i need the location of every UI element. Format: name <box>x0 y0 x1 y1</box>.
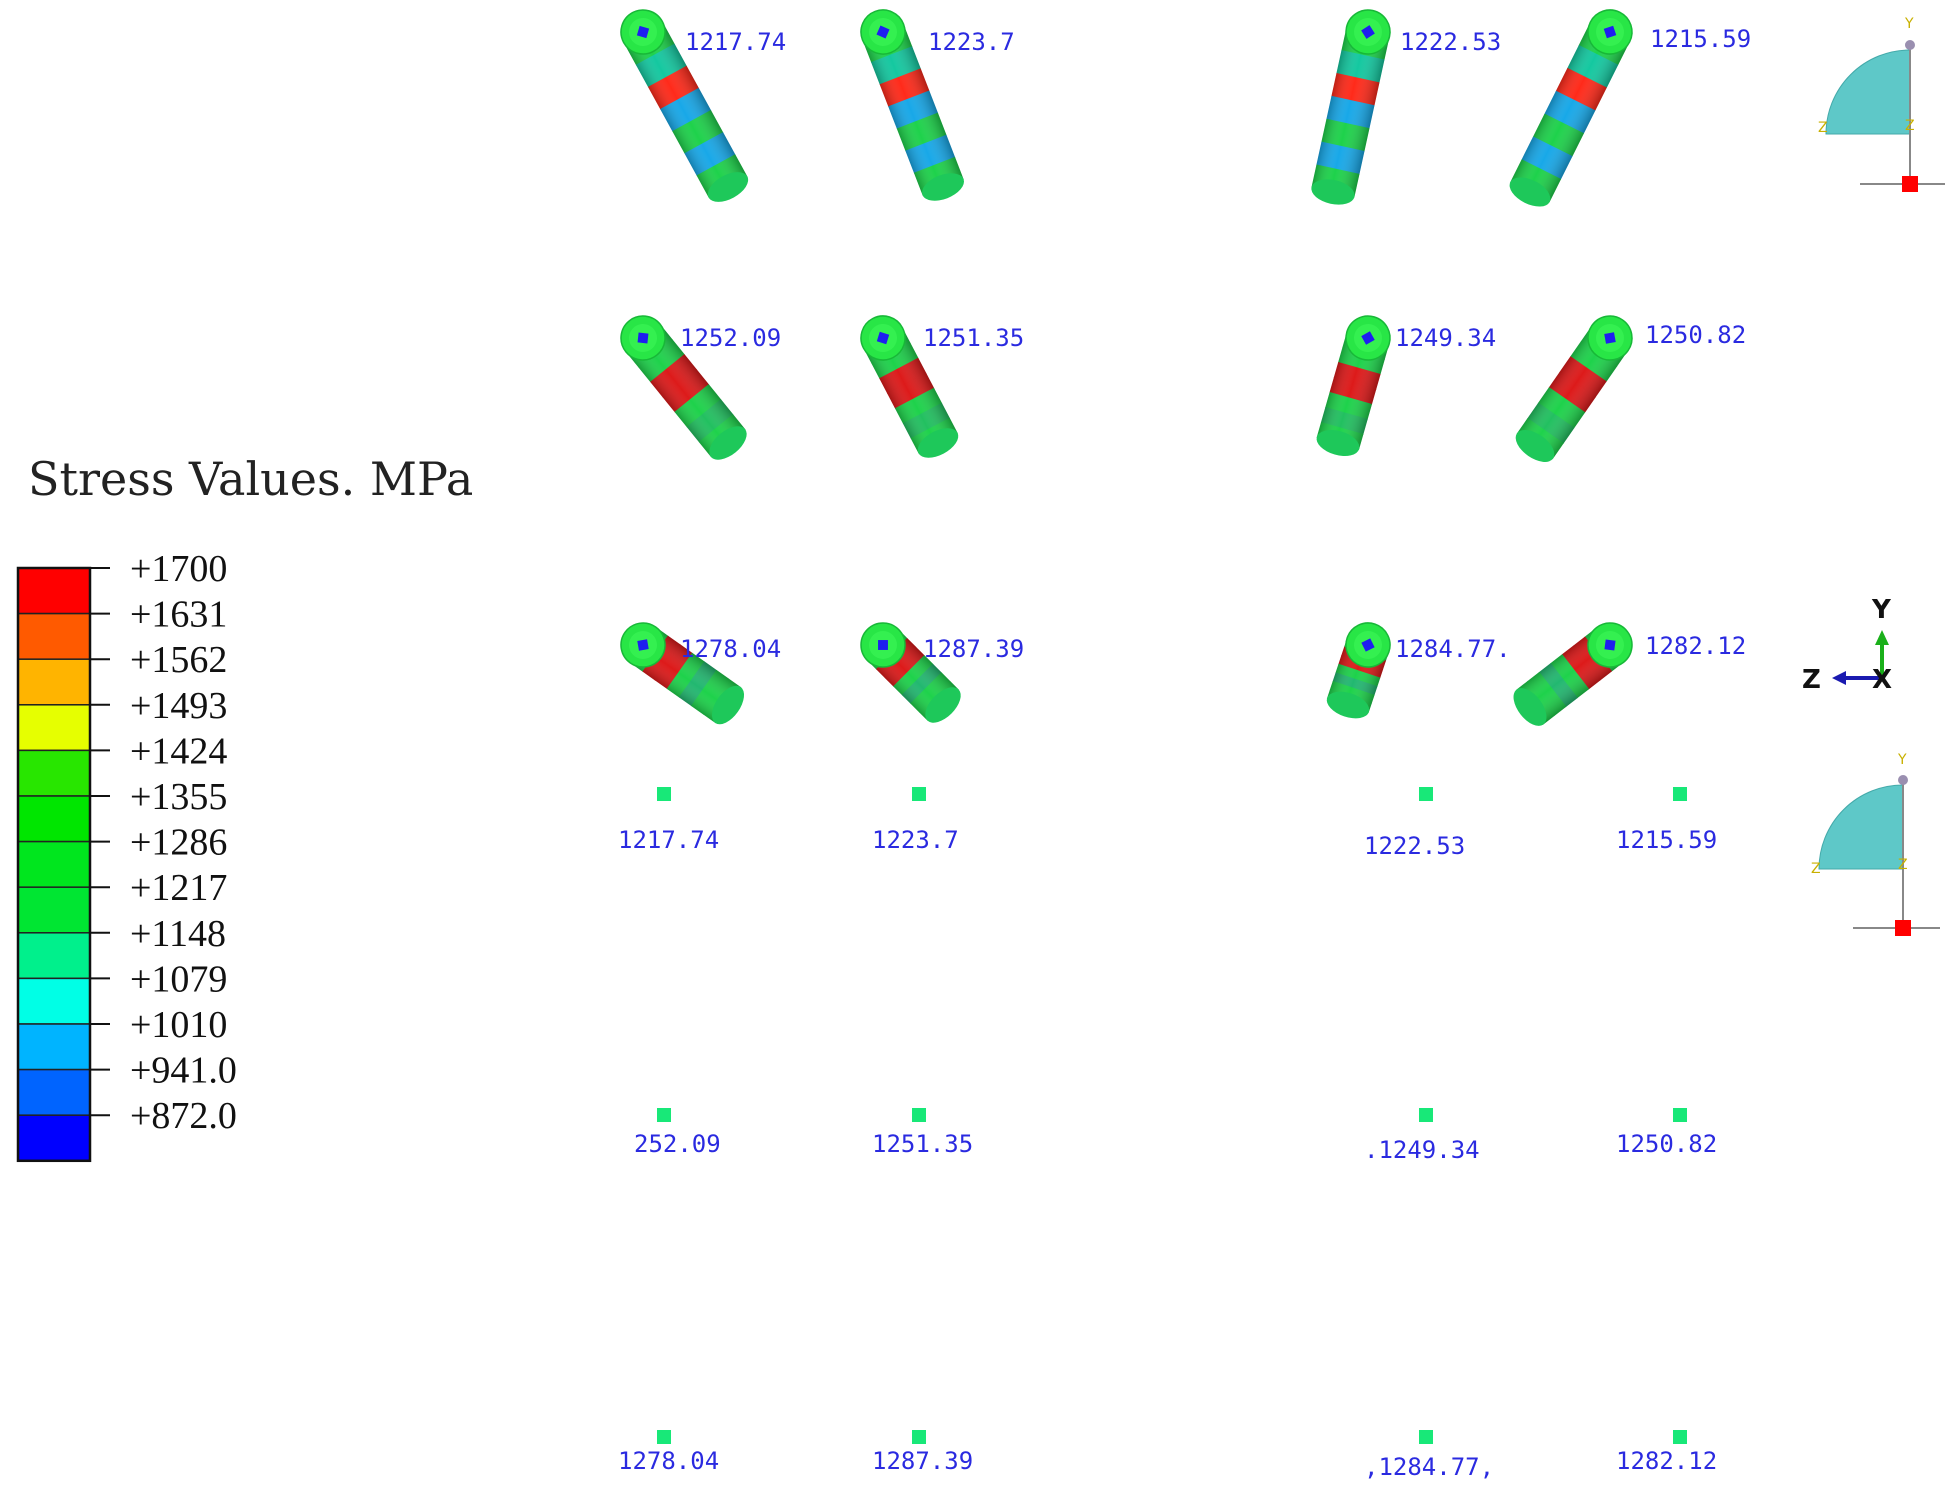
legend-swatch <box>17 977 91 1025</box>
axis-y-label: Y <box>1871 595 1892 625</box>
node-marker <box>657 787 671 801</box>
upper-stress-label: 1287.39 <box>923 635 1024 663</box>
lower-stress-label: 1222.53 <box>1364 832 1465 860</box>
rod <box>620 622 745 725</box>
legend-label: +1148 <box>130 913 226 955</box>
lower-stress-label: 1215.59 <box>1616 826 1717 854</box>
axis-x-label: X <box>1872 665 1892 695</box>
lower-stress-label: .1249.34 <box>1364 1136 1480 1164</box>
lower-stress-label: 1217.74 <box>618 826 719 854</box>
node-marker <box>1419 1108 1433 1122</box>
rod <box>1311 9 1391 205</box>
upper-stress-label: 1223.7 <box>928 28 1015 56</box>
node-marker <box>657 1430 671 1444</box>
legend-swatch <box>17 612 91 660</box>
legend-swatch <box>17 932 91 980</box>
triad-bottom-x-label: Z <box>1898 857 1908 873</box>
upper-value-labels: 1217.74 1223.7 1222.53 1215.59 1252.09 1251.3… <box>680 25 1751 663</box>
upper-stress-label: 1215.59 <box>1650 25 1751 53</box>
upper-stress-label: 1278.04 <box>680 635 781 663</box>
legend-swatch <box>17 749 91 797</box>
rod <box>860 9 964 201</box>
global-axes: Y Z X <box>1802 595 1892 695</box>
node-marker <box>912 1108 926 1122</box>
legend-label: +1562 <box>130 639 227 681</box>
lower-stress-label: 252.09 <box>634 1130 721 1158</box>
rod <box>1316 315 1391 457</box>
rod-array <box>620 9 1633 726</box>
node-array <box>657 787 1687 1444</box>
rod <box>860 315 959 458</box>
upper-stress-label: 1217.74 <box>685 28 786 56</box>
upper-stress-label: 1250.82 <box>1645 321 1746 349</box>
upper-stress-label: 1284.77. <box>1395 635 1511 663</box>
lower-value-labels: 1217.74 1223.7 1222.53 1215.59 252.09 1251.35… <box>618 826 1717 1481</box>
legend-swatch <box>17 567 91 615</box>
legend-label: +1700 <box>130 548 227 590</box>
upper-stress-label: 1249.34 <box>1395 324 1496 352</box>
node-marker <box>657 1108 671 1122</box>
upper-stress-label: 1222.53 <box>1400 28 1501 56</box>
lower-stress-label: 1287.39 <box>872 1447 973 1475</box>
legend-swatch <box>17 795 91 843</box>
lower-stress-label: 1282.12 <box>1616 1447 1717 1475</box>
rod <box>1326 622 1391 719</box>
legend-swatch <box>17 1023 91 1071</box>
triad-top-z-label: Z <box>1818 120 1828 136</box>
view-triad-top: Y Z Z <box>1818 16 1945 192</box>
legend-swatch <box>17 704 91 752</box>
legend-swatch <box>17 1114 91 1162</box>
triad-top-y-label: Y <box>1904 16 1914 32</box>
triad-bottom-z-label: Z <box>1811 861 1821 877</box>
node-marker <box>1419 787 1433 801</box>
upper-stress-label: 1282.12 <box>1645 632 1746 660</box>
lower-stress-label: 1251.35 <box>872 1130 973 1158</box>
legend-label: +1424 <box>130 730 227 772</box>
legend-title: Stress Values. MPa <box>28 452 474 506</box>
lower-stress-label: 1223.7 <box>872 826 959 854</box>
rod <box>620 9 749 202</box>
node-marker <box>1419 1430 1433 1444</box>
node-marker <box>1673 1108 1687 1122</box>
node-marker <box>1673 1430 1687 1444</box>
legend-label: +1010 <box>130 1004 227 1046</box>
triad-top-x-label: Z <box>1905 118 1915 134</box>
node-marker <box>912 787 926 801</box>
upper-stress-label: 1251.35 <box>923 324 1024 352</box>
legend-swatch <box>17 886 91 934</box>
legend-swatch <box>17 1068 91 1116</box>
axis-z-label: Z <box>1802 665 1821 695</box>
lower-stress-label: 1278.04 <box>618 1447 719 1475</box>
legend-label: +1079 <box>130 958 227 1000</box>
node-marker <box>912 1430 926 1444</box>
color-legend: +1700+1631+1562+1493+1424+1355+1286+1217… <box>16 548 237 1163</box>
legend-label: +1355 <box>130 776 227 818</box>
triad-bottom-y-label: Y <box>1897 752 1907 768</box>
upper-stress-label: 1252.09 <box>680 324 781 352</box>
rod <box>1509 9 1633 207</box>
node-marker <box>1673 787 1687 801</box>
legend-label: +1217 <box>130 867 227 909</box>
legend-label: +872.0 <box>130 1095 237 1137</box>
legend-swatch <box>17 658 91 706</box>
rod <box>1515 315 1633 462</box>
rod <box>620 315 747 460</box>
legend-label: +1286 <box>130 822 227 864</box>
legend-swatch <box>17 840 91 888</box>
legend-label: +1631 <box>130 594 227 636</box>
lower-stress-label: 1250.82 <box>1616 1130 1717 1158</box>
view-triad-bottom: Y Z Z <box>1811 752 1940 936</box>
lower-stress-label: ,1284.77, <box>1364 1453 1494 1481</box>
legend-label: +1493 <box>130 685 227 727</box>
rod <box>1513 622 1633 726</box>
rod <box>860 622 961 723</box>
legend-label: +941.0 <box>130 1050 237 1092</box>
